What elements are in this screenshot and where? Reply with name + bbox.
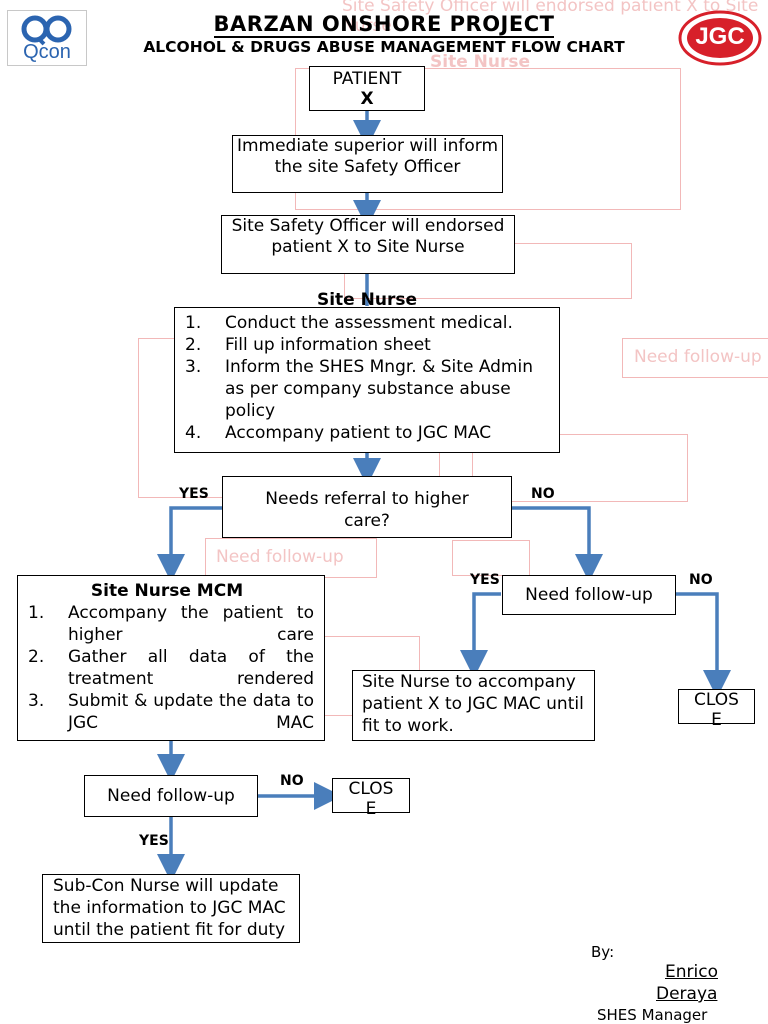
yes-label: YES (179, 486, 209, 502)
list-item: 2.Fill up information sheet (185, 335, 431, 355)
page-title: BARZAN ONSHORE PROJECT (213, 12, 555, 38)
qcon-logo: Qcon (7, 10, 87, 66)
no-label: NO (689, 572, 713, 588)
connector-no-arrow (512, 506, 603, 582)
list-item: 4.Accompany patient to JGC MAC (185, 423, 492, 443)
patient-id: X (360, 89, 374, 109)
list-item: 3.Inform the SHES Mngr. & Site Admin as … (185, 357, 533, 421)
site-nurse-box: 1.Conduct the assessment medical. 2.Fill… (174, 307, 560, 453)
referral-decision-box: Needs referral to higher care? (222, 476, 512, 538)
yes-label: YES (470, 572, 500, 588)
connector-yes-arrow (157, 506, 222, 582)
site-nurse-steps: 1.Conduct the assessment medical. 2.Fill… (177, 312, 551, 444)
signature-name-last: Deraya (656, 984, 718, 1004)
qcon-mark-icon (21, 15, 72, 46)
ghost-text: Need follow-up (634, 347, 762, 367)
no-label: NO (531, 486, 555, 502)
patient-label: PATIENT (332, 69, 402, 89)
mcm-steps: 1.Accompany the patient to higher care 2… (20, 602, 314, 734)
ghost-box (452, 540, 530, 576)
site-nurse-heading: Site Nurse (316, 290, 417, 310)
follow-up-decision-box: Need follow-up (502, 575, 676, 615)
yes-label: YES (139, 833, 169, 849)
page-subtitle: ALCOHOL & DRUGS ABUSE MANAGEMENT FLOW CH… (143, 38, 625, 56)
ghost-text: Site Nurse (430, 52, 531, 72)
follow-up-decision-box-bottom: Need follow-up (84, 775, 258, 817)
close-box: CLOSE (678, 689, 755, 730)
patient-box: PATIENT X (309, 66, 425, 111)
signature-role: SHES Manager (597, 1006, 708, 1024)
close-box-bottom: CLOSE (332, 778, 410, 819)
list-item: 1.Accompany the patient to higher care (28, 603, 314, 645)
signature-by: By: (591, 943, 615, 961)
site-nurse-accompany-box: Site Nurse to accompany patient X to JGC… (352, 670, 595, 741)
list-item: 3.Submit & update the data to JGC MAC (28, 691, 314, 733)
connector-no-arrow (676, 592, 731, 698)
ghost-box (472, 434, 688, 502)
safety-officer-box: Site Safety Officer will endorsed patien… (221, 215, 515, 274)
superior-box: Immediate superior will inform the site … (232, 135, 503, 193)
list-item: 1.Conduct the assessment medical. (185, 313, 513, 333)
site-nurse-mcm-box: Site Nurse MCM 1.Accompany the patient t… (17, 575, 325, 741)
subcon-nurse-box: Sub-Con Nurse will update the informatio… (42, 874, 300, 943)
connector-yes-arrow (460, 592, 501, 678)
ghost-box (622, 338, 768, 378)
signature-name-first: Enrico (665, 962, 718, 982)
ghost-text: Site Safety Officer will endorsed patien… (342, 0, 759, 36)
no-label: NO (280, 773, 304, 789)
mcm-heading: Site Nurse MCM (90, 581, 244, 601)
list-item: 2.Gather all data of the treatment rende… (28, 647, 314, 689)
jgc-logo-text: JGC (695, 23, 745, 50)
qcon-logo-text: Qcon (23, 41, 71, 63)
ghost-text: Need follow-up (216, 547, 344, 567)
jgc-logo: JGC (678, 10, 762, 66)
